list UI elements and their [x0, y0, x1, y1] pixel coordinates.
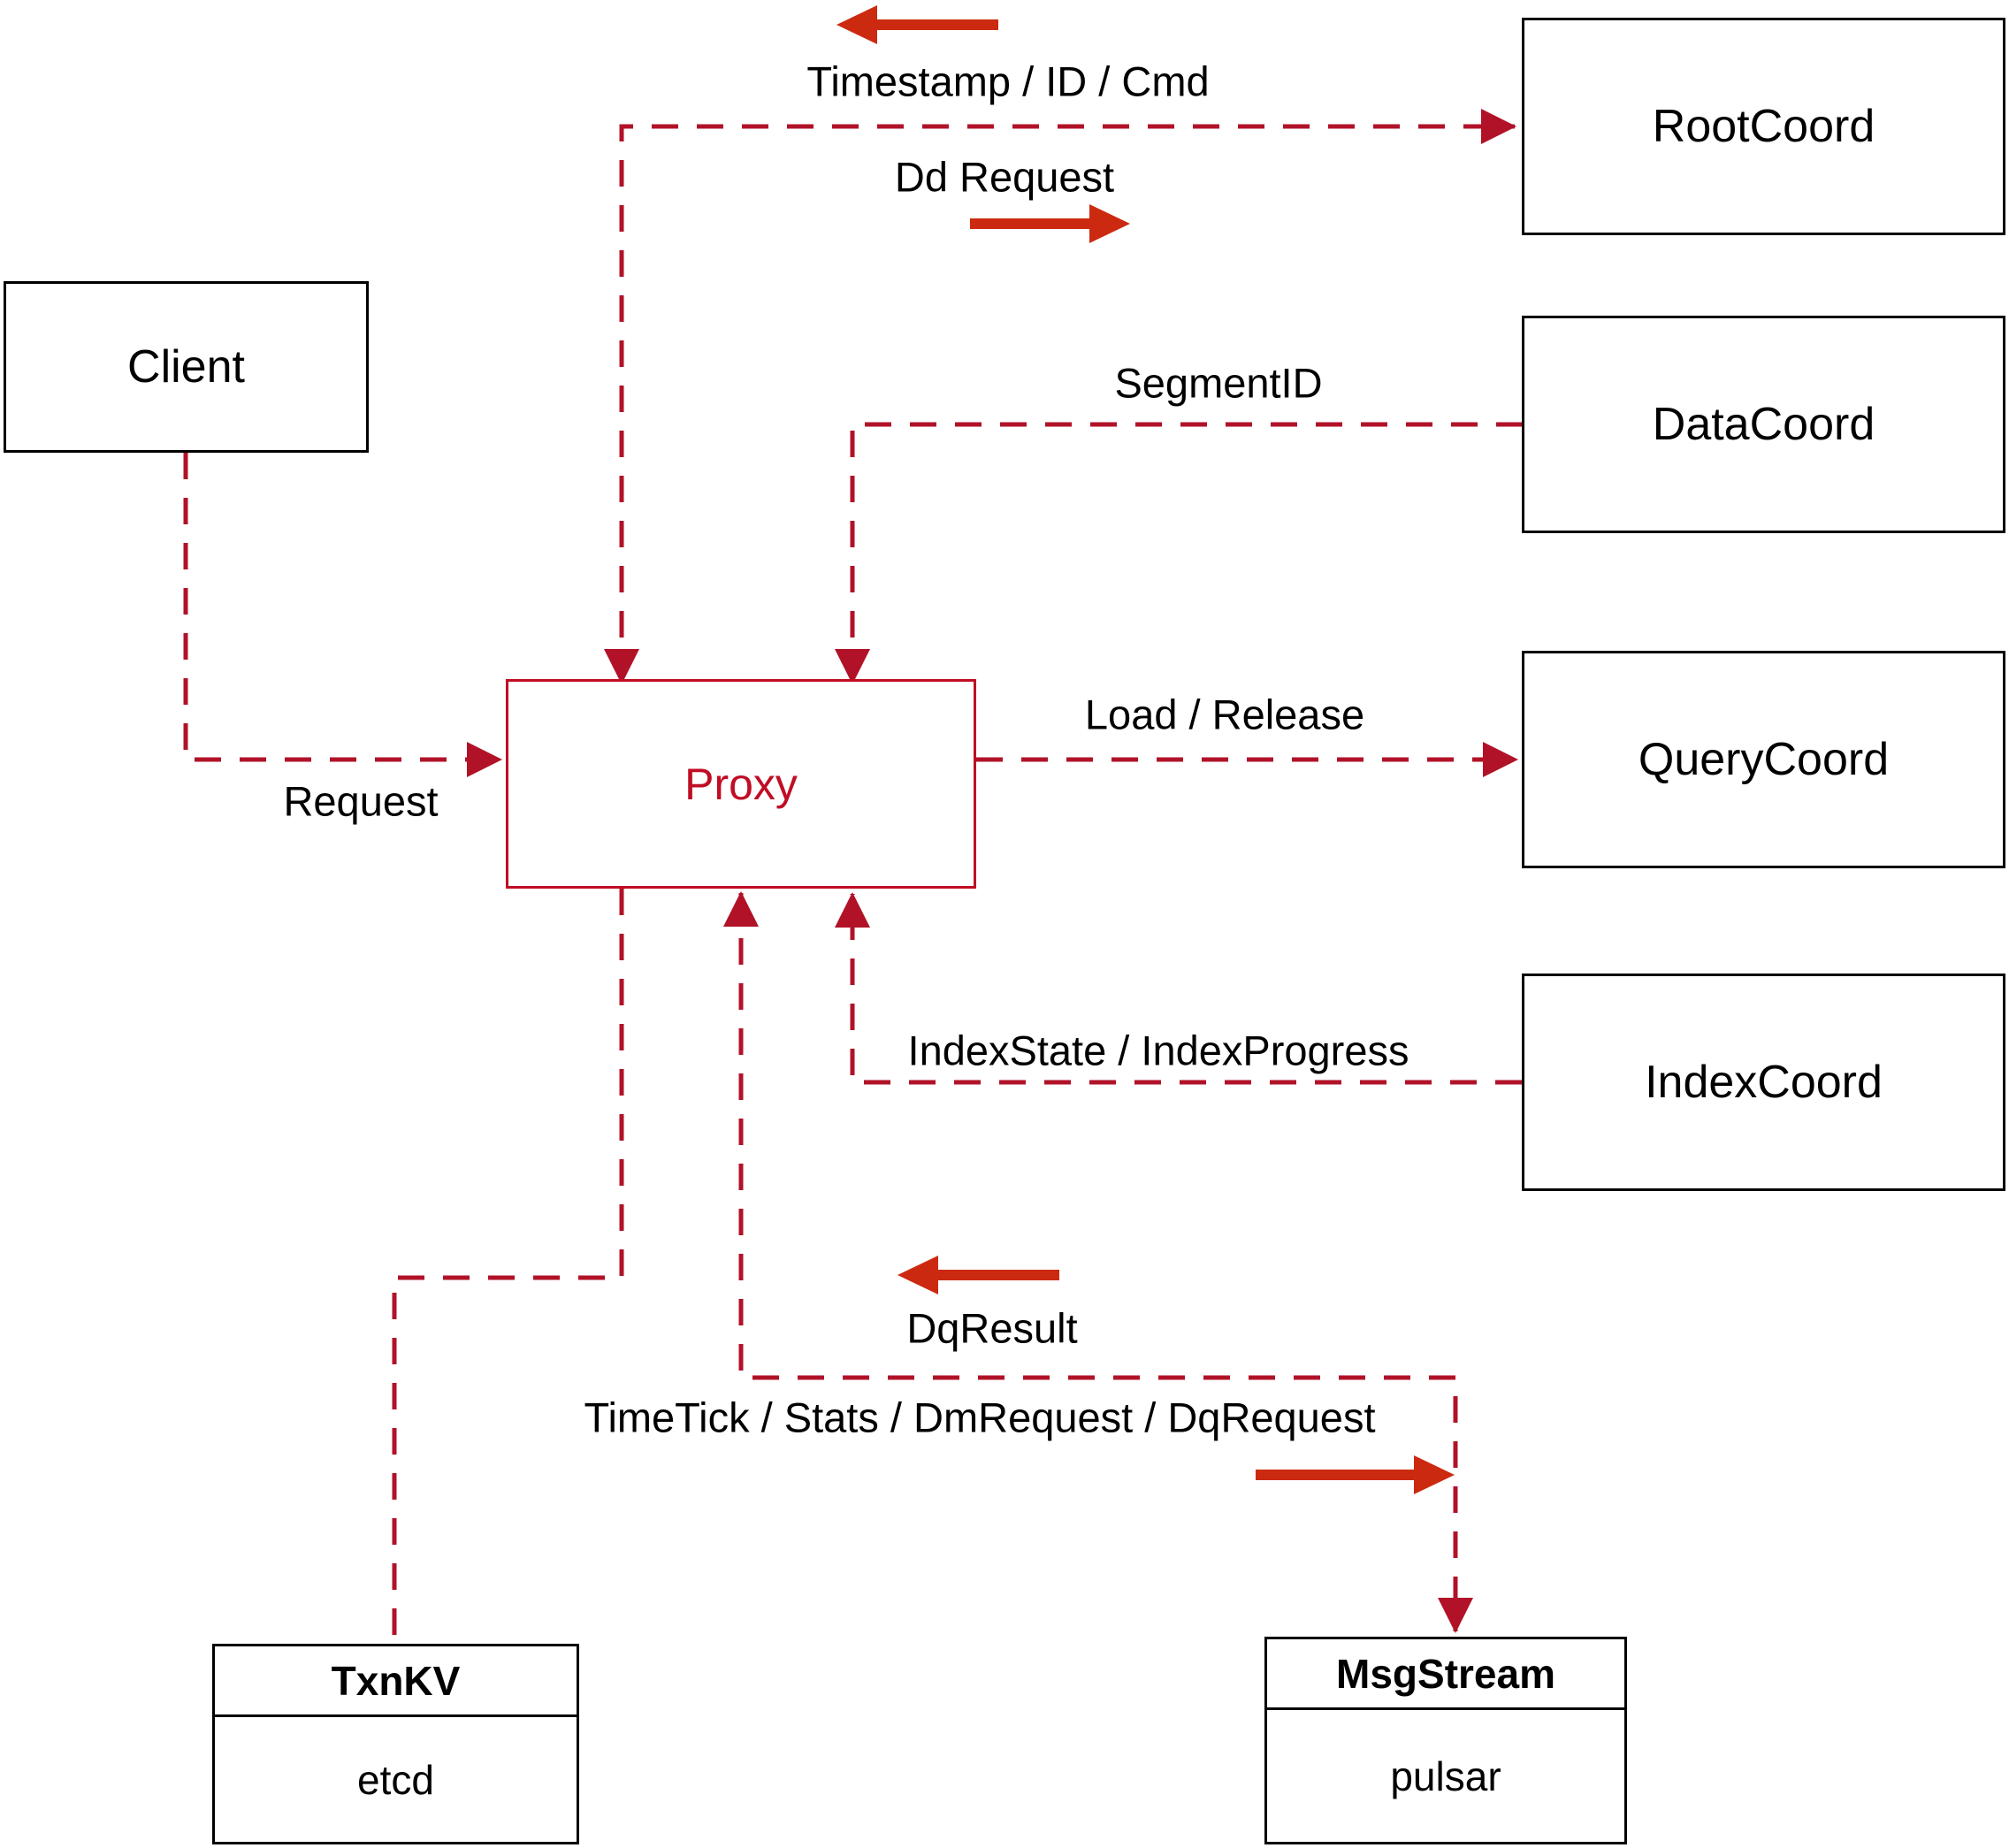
edge-label-load-release: Load / Release — [1084, 691, 1365, 738]
edge-client-proxy — [183, 453, 502, 777]
timestamp-direction-left-arrow-icon — [836, 5, 998, 44]
dq-request-direction-right-arrow-icon — [1256, 1455, 1455, 1494]
edge-label-dd-request: Dd Request — [894, 153, 1115, 201]
edge-label-dq-result: DqResult — [906, 1304, 1078, 1352]
edge-label-timestamp-id-cmd: Timestamp / ID / Cmd — [806, 57, 1210, 105]
node-txnkv-impl: etcd — [357, 1756, 434, 1803]
dq-result-direction-left-arrow-icon — [898, 1256, 1059, 1294]
edge-label-index-state: IndexState / IndexProgress — [907, 1027, 1409, 1074]
node-datacoord: DataCoord — [1522, 316, 2005, 533]
edge-label-request: Request — [283, 777, 439, 825]
node-datacoord-label: DataCoord — [1652, 399, 1875, 450]
node-proxy-label: Proxy — [684, 759, 798, 809]
edge-label-segment-id: SegmentID — [1114, 359, 1323, 407]
node-rootcoord-label: RootCoord — [1652, 101, 1875, 152]
node-msgstream-title: MsgStream — [1267, 1639, 1624, 1710]
node-querycoord: QueryCoord — [1522, 651, 2005, 868]
edge-proxy-msgstream — [723, 891, 1473, 1633]
node-proxy: Proxy — [506, 679, 976, 889]
edge-proxy-txnkv — [392, 889, 624, 1642]
node-client-label: Client — [127, 341, 245, 393]
node-txnkv: TxnKV etcd — [212, 1644, 579, 1844]
edge-proxy-rootcoord — [604, 109, 1516, 684]
edge-label-time-tick: TimeTick / Stats / DmRequest / DqRequest — [584, 1394, 1376, 1441]
node-rootcoord: RootCoord — [1522, 18, 2005, 235]
node-querycoord-label: QueryCoord — [1638, 734, 1890, 785]
edge-datacoord-proxy — [835, 422, 1522, 684]
dd-request-direction-right-arrow-icon — [970, 204, 1130, 243]
node-txnkv-title: TxnKV — [215, 1646, 577, 1717]
node-msgstream: MsgStream pulsar — [1264, 1637, 1627, 1844]
node-msgstream-impl: pulsar — [1390, 1753, 1501, 1799]
node-indexcoord: IndexCoord — [1522, 974, 2005, 1191]
node-client: Client — [4, 281, 369, 453]
node-indexcoord-label: IndexCoord — [1645, 1057, 1883, 1108]
